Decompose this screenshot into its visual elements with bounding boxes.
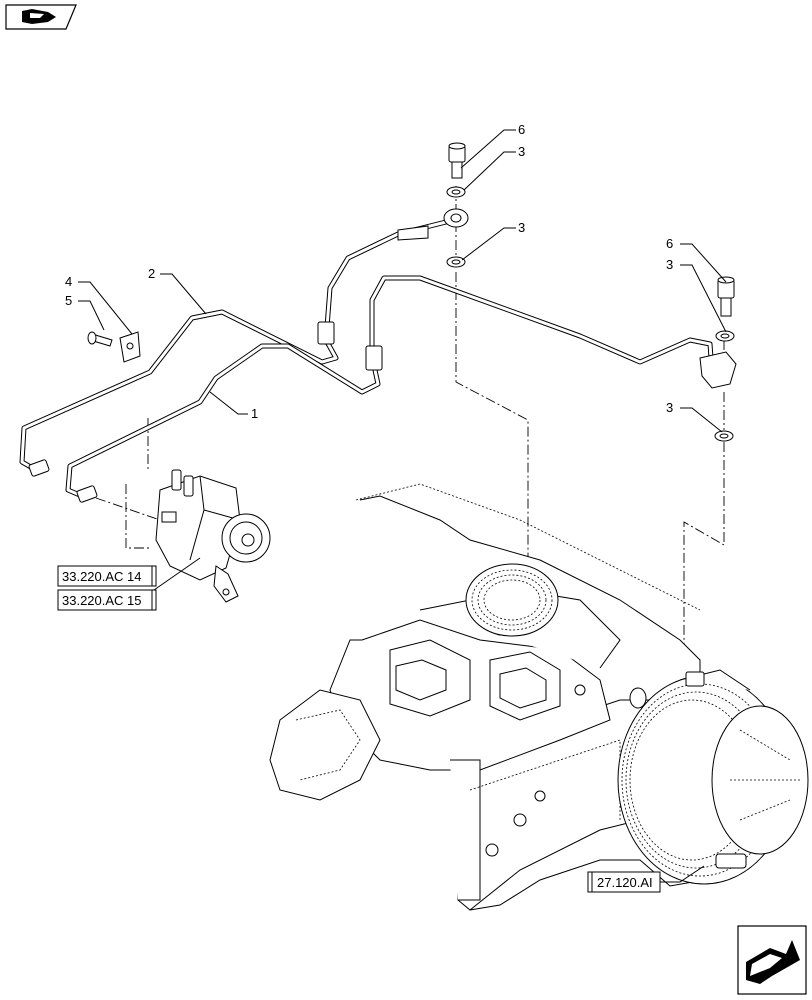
washer-3a <box>446 186 466 198</box>
brake-disc-pack-center <box>465 563 559 637</box>
washer-3d <box>714 430 734 442</box>
callout-labels: 6 3 3 6 3 3 4 2 5 1 <box>65 122 673 421</box>
callout-3-right: 3 <box>666 257 673 272</box>
brake-pipe-1 <box>65 275 715 499</box>
banjo-bolt-6b <box>717 276 735 317</box>
callout-4: 4 <box>65 274 72 289</box>
reference-text-2: 33.220.AC 15 <box>62 593 142 608</box>
callout-3-lower: 3 <box>666 400 673 415</box>
next-page-arrow-icon[interactable] <box>737 925 807 995</box>
callout-5: 5 <box>65 293 72 308</box>
callout-1: 1 <box>251 406 258 421</box>
brake-valve-assembly <box>155 469 271 603</box>
brake-pipe-2 <box>19 219 449 473</box>
callout-6-right: 6 <box>666 236 673 251</box>
pipe-fittings <box>28 225 737 503</box>
banjo-fitting-top <box>443 208 469 228</box>
final-drive-right <box>617 669 809 885</box>
banjo-bolt-6a <box>448 142 466 179</box>
leader-lines <box>78 129 727 883</box>
callout-2: 2 <box>148 266 155 281</box>
callout-3-mid: 3 <box>518 220 525 235</box>
reference-text-1: 33.220.AC 14 <box>62 569 142 584</box>
book-arrow-icon[interactable] <box>5 4 77 30</box>
callout-3-top: 3 <box>518 144 525 159</box>
reference-box-27-120-ai[interactable]: 27.120.AI <box>587 871 661 893</box>
washer-3b <box>446 256 466 268</box>
pipe-clip-4 <box>119 331 141 363</box>
washer-3c <box>715 330 735 342</box>
reference-text-3: 27.120.AI <box>597 875 653 890</box>
reference-box-33-220-ac-14[interactable]: 33.220.AC 14 <box>57 565 157 587</box>
reference-box-33-220-ac-15[interactable]: 33.220.AC 15 <box>57 589 157 611</box>
transmission-housing <box>269 483 705 911</box>
callout-6-top: 6 <box>518 122 525 137</box>
bolt-5 <box>87 331 113 347</box>
